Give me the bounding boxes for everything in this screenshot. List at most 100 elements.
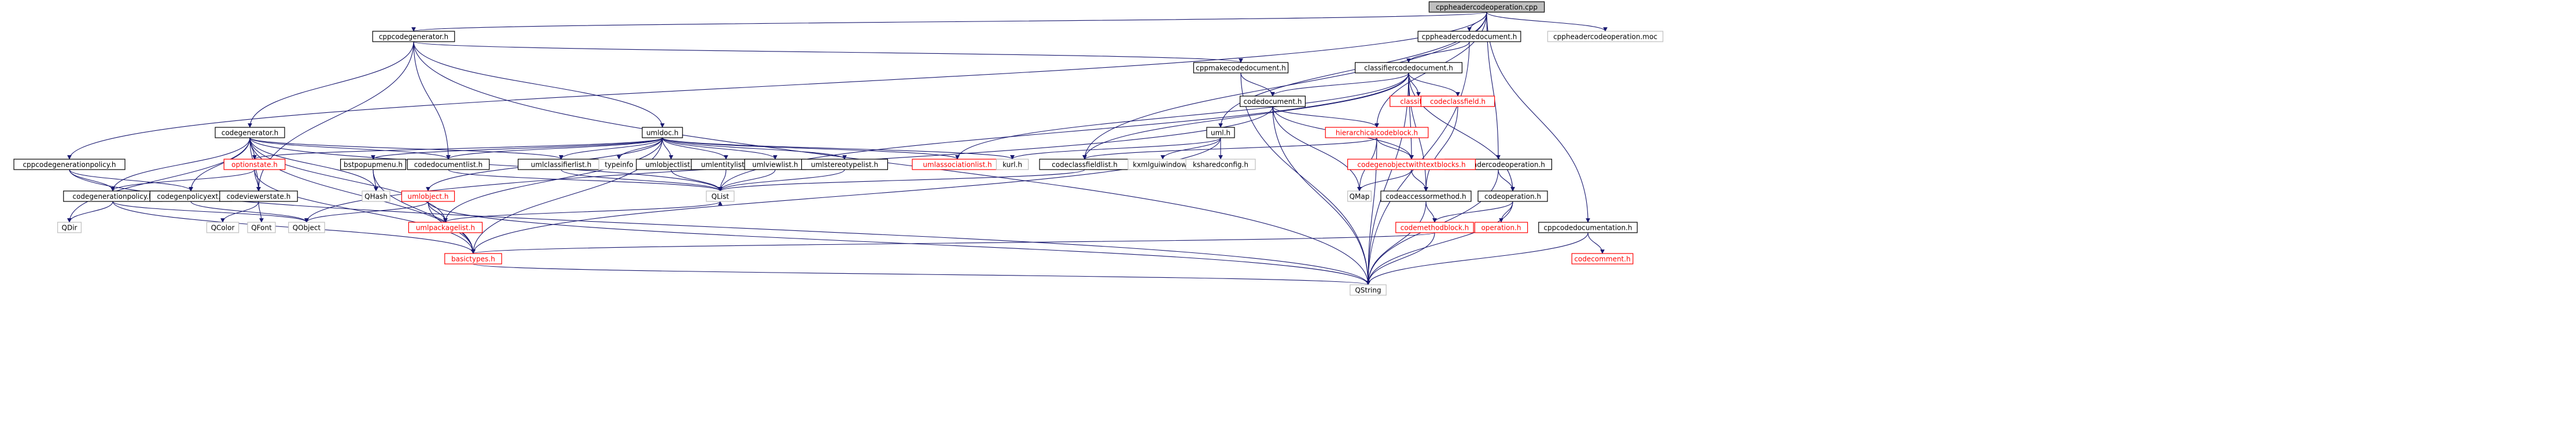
edge-codegenerator_h-to-codegenerationpolicy_h <box>110 137 250 192</box>
node-label: umlclassifierlist.h <box>531 161 592 169</box>
node-box <box>1547 31 1664 42</box>
node-box <box>408 222 483 233</box>
node-umlentitylist-h[interactable]: umlentitylist.h <box>691 159 761 170</box>
edge-codegenerationpolicy_h-to-QObject <box>112 201 309 223</box>
edge-codegenobjectwithtextblocks_h-to-codeaccessormethod_h <box>1411 169 1428 192</box>
node-box <box>223 159 286 170</box>
node-label: optionstate.h <box>231 161 278 169</box>
node-codedocumentlist-h[interactable]: codedocumentlist.h <box>407 159 490 170</box>
edge-classifiercodedocument_h-to-QString <box>1366 72 1409 285</box>
node-label: umlviewlist.h <box>752 161 798 169</box>
node-cppcodedocumentation-h[interactable]: cppcodedocumentation.h <box>1538 222 1638 233</box>
node-box <box>401 190 455 202</box>
edge-cppmakecodedocument_h-to-QString <box>1240 72 1370 285</box>
node-box <box>1571 253 1634 265</box>
node-codegenerationpolicy-h[interactable]: codegenerationpolicy.h <box>63 190 163 202</box>
edge-umlpackagelist_h-to-QList <box>445 201 723 223</box>
node-box <box>219 190 298 202</box>
edge-codeclassfield_h-to-codeaccessormethod_h <box>1424 106 1458 192</box>
edge-classifiercodedocument_h-to-umlassociationlist_h <box>955 72 1409 160</box>
node-codeviewerstate-h[interactable]: codeviewerstate.h <box>219 190 298 202</box>
edge-cppcodegenerator_h-to-umldoc_h <box>413 41 665 128</box>
node-typeinfo[interactable]: typeinfo <box>598 159 640 170</box>
node-label: typeinfo <box>605 161 633 169</box>
node-cppheadercodedocument-h[interactable]: cppheadercodedocument.h <box>1417 31 1521 42</box>
node-classifiercodedocument-h[interactable]: classifiercodedocument.h <box>1355 62 1463 74</box>
node-label: QFont <box>251 224 272 232</box>
edge-cppmakecodedocument_h-to-codedocument_h <box>1240 72 1275 97</box>
node-codeaccessormethod-h[interactable]: codeaccessormethod.h <box>1380 190 1472 202</box>
node-umlpackagelist-h[interactable]: umlpackagelist.h <box>408 222 483 233</box>
file-nodes: cppheadercodeoperation.cpp cppcodegenerat… <box>13 1 1664 296</box>
node-label: umlpackagelist.h <box>416 224 475 232</box>
node-box <box>407 159 490 170</box>
node-QObject[interactable]: QObject <box>288 222 325 233</box>
node-codeclassfield-h[interactable]: codeclassfield.h <box>1420 96 1495 107</box>
node-umlobjectlist-h[interactable]: umlobjectlist.h <box>636 159 706 170</box>
node-umlassociationlist-h[interactable]: umlassociationlist.h <box>912 159 1003 170</box>
node-box <box>215 127 285 138</box>
node-bstpopupmenu-h[interactable]: bstpopupmenu.h <box>340 159 406 170</box>
edge-codeaccessormethod_h-to-QString <box>1366 201 1427 285</box>
node-umlstereotypelist-h[interactable]: umlstereotypelist.h <box>801 159 888 170</box>
node-label: bstpopupmenu.h <box>344 161 403 169</box>
node-box <box>1355 62 1463 74</box>
node-QList[interactable]: QList <box>706 190 735 202</box>
node-hierarchicalcodeblock-h[interactable]: hierarchicalcodeblock.h <box>1325 127 1429 138</box>
node-codemethodblock-h[interactable]: codemethodblock.h <box>1395 222 1474 233</box>
edge-uml_h-to-kxmlguiwindow_h <box>1160 137 1221 160</box>
edge-codeoperation_h-to-codemethodblock_h <box>1432 201 1513 223</box>
node-box <box>340 159 406 170</box>
node-QDir[interactable]: QDir <box>57 222 82 233</box>
node-optionstate-h[interactable]: optionstate.h <box>223 159 286 170</box>
node-ksharedconfig-h[interactable]: ksharedconfig.h <box>1185 159 1256 170</box>
node-label: umlassociationlist.h <box>923 161 992 169</box>
node-cppcodegenerator-h[interactable]: cppcodegenerator.h <box>372 31 455 42</box>
edge-umlobject_h-to-QObject <box>304 201 429 223</box>
node-QHash[interactable]: QHash <box>362 190 390 202</box>
edge-codegenerator_h-to-umlpackagelist_h <box>249 137 448 223</box>
edge-codeaccessormethod_h-to-codemethodblock_h <box>1425 201 1437 223</box>
node-box <box>1428 1 1545 13</box>
node-QMap[interactable]: QMap <box>1347 190 1372 202</box>
edge-classifiercodedocument_h-to-codegenobjectwithtextblocks_h <box>1408 72 1414 160</box>
node-label: QHash <box>364 193 388 201</box>
node-uml-h[interactable]: uml.h <box>1206 127 1235 138</box>
node-label: umlentitylist.h <box>701 161 751 169</box>
node-cppmakecodedocument-h[interactable]: cppmakecodedocument.h <box>1193 62 1289 74</box>
edge-codeclassfieldlist_h-to-QList <box>718 169 1085 192</box>
node-QColor[interactable]: QColor <box>206 222 239 233</box>
node-QString[interactable]: QString <box>1350 284 1387 296</box>
edge-root-to-cppcodegenerator_h <box>411 12 1487 32</box>
node-operation-h[interactable]: operation.h <box>1474 222 1528 233</box>
node-box <box>1240 96 1306 107</box>
node-box <box>1420 96 1495 107</box>
node-moc[interactable]: cppheadercodeoperation.moc <box>1547 31 1664 42</box>
node-label: umlstereotypelist.h <box>811 161 878 169</box>
node-umldoc-h[interactable]: umldoc.h <box>642 127 683 138</box>
node-codegenerator-h[interactable]: codegenerator.h <box>215 127 285 138</box>
node-codegenobjectwithtextblocks-h[interactable]: codegenobjectwithtextblocks.h <box>1347 159 1476 170</box>
edge-codeoperation_h-to-operation_h <box>1499 201 1513 223</box>
node-umlviewlist-h[interactable]: umlviewlist.h <box>744 159 806 170</box>
node-label: QString <box>1355 287 1381 295</box>
node-codeclassfieldlist-h[interactable]: codeclassfieldlist.h <box>1039 159 1130 170</box>
node-box <box>444 253 502 265</box>
node-root[interactable]: cppheadercodeoperation.cpp <box>1428 1 1545 13</box>
node-box <box>57 222 82 233</box>
node-QFont[interactable]: QFont <box>247 222 276 233</box>
node-umlobject-h[interactable]: umlobject.h <box>401 190 455 202</box>
node-label: operation.h <box>1481 224 1521 232</box>
node-label: codecomment.h <box>1574 255 1630 263</box>
node-basictypes-h[interactable]: basictypes.h <box>444 253 502 265</box>
node-cppcodegenerationpolicy-h[interactable]: cppcodegenerationpolicy.h <box>13 159 126 170</box>
edge-codegenerator_h-to-umlclassifierlist_h <box>249 137 563 160</box>
node-box <box>801 159 888 170</box>
node-codedocument-h[interactable]: codedocument.h <box>1240 96 1306 107</box>
node-label: classifiercodedocument.h <box>1364 64 1453 72</box>
node-codeoperation-h[interactable]: codeoperation.h <box>1477 190 1548 202</box>
node-kurl-h[interactable]: kurl.h <box>996 159 1029 170</box>
node-umlclassifierlist-h[interactable]: umlclassifierlist.h <box>517 159 605 170</box>
node-codecomment-h[interactable]: codecomment.h <box>1571 253 1634 265</box>
